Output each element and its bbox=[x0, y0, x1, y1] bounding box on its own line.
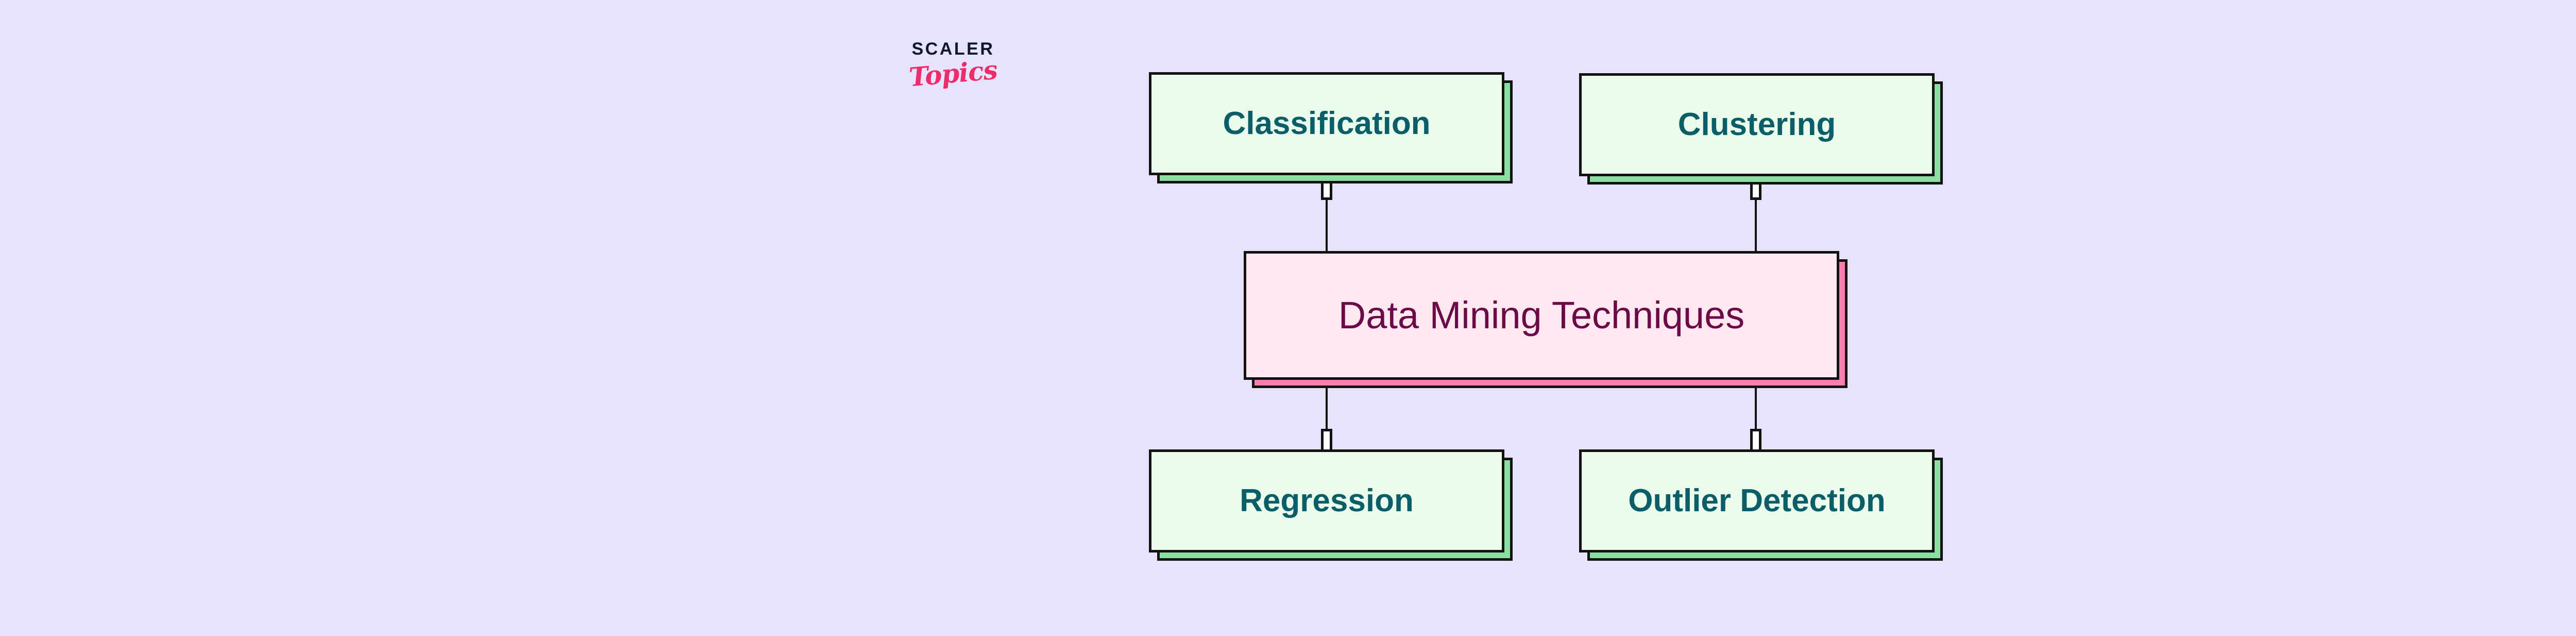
connector-clustering-to-center bbox=[1755, 181, 1757, 254]
node-regression[interactable]: Regression bbox=[1149, 449, 1513, 561]
connector-center-to-outlier-detection bbox=[1755, 381, 1757, 454]
connector-center-to-regression bbox=[1326, 381, 1328, 454]
logo-wordmark: SCALER bbox=[911, 39, 995, 59]
connector-classification-to-center bbox=[1326, 181, 1328, 254]
node-data-mining-techniques-face: Data Mining Techniques bbox=[1244, 251, 1839, 380]
node-data-mining-techniques[interactable]: Data Mining Techniques bbox=[1244, 251, 1848, 388]
node-outlier-detection-label: Outlier Detection bbox=[1628, 483, 1886, 518]
node-outlier-detection-face: Outlier Detection bbox=[1579, 449, 1935, 553]
node-clustering-face: Clustering bbox=[1579, 73, 1935, 176]
node-classification-face: Classification bbox=[1149, 72, 1504, 175]
logo-script-topics: Topics bbox=[908, 54, 998, 93]
node-regression-label: Regression bbox=[1240, 483, 1414, 518]
node-outlier-detection[interactable]: Outlier Detection bbox=[1579, 449, 1943, 561]
node-data-mining-techniques-label: Data Mining Techniques bbox=[1338, 294, 1745, 337]
node-clustering[interactable]: Clustering bbox=[1579, 73, 1943, 185]
node-regression-face: Regression bbox=[1149, 449, 1504, 553]
node-clustering-label: Clustering bbox=[1677, 107, 1836, 142]
node-classification-label: Classification bbox=[1223, 106, 1431, 141]
node-classification[interactable]: Classification bbox=[1149, 72, 1513, 183]
scaler-topics-logo: SCALER Topics bbox=[871, 39, 1036, 92]
